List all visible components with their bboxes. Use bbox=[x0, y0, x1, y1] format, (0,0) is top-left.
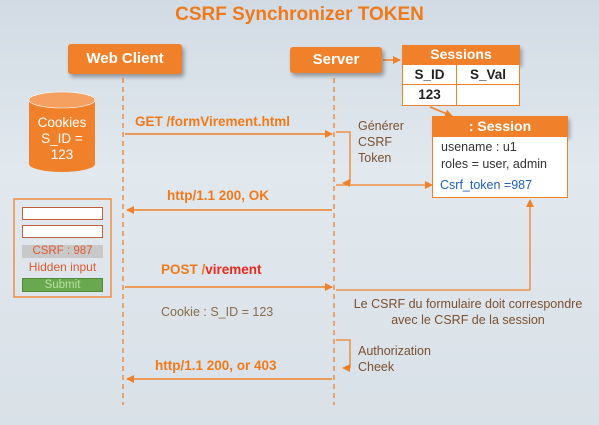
generate-token-note: Générer CSRF Token bbox=[358, 118, 404, 166]
form-input-1 bbox=[22, 207, 103, 220]
cookie-header-label: Cookie : S_ID = 123 bbox=[161, 305, 274, 319]
sessions-to-session-arrow bbox=[429, 106, 453, 118]
server-actor: Server bbox=[290, 47, 382, 73]
session-box-body: usename : u1 roles = user, admin bbox=[432, 136, 568, 198]
session-csrf-token: Csrf_token =987 bbox=[440, 178, 533, 192]
generate-note-line-2: CSRF bbox=[358, 135, 393, 149]
session-box-title: : Session bbox=[432, 116, 568, 136]
sessions-cell-sid: 123 bbox=[402, 84, 457, 106]
cookies-label: Cookies S_ID = 123 bbox=[29, 115, 95, 163]
post-request-label: POST /virement bbox=[161, 262, 262, 277]
form-input-2 bbox=[22, 225, 103, 238]
sessions-header-sval: S_Val bbox=[456, 64, 520, 85]
sessions-cell-sval bbox=[456, 84, 520, 106]
session-roles: roles = user, admin bbox=[441, 157, 547, 171]
auth-note-line-1: Authorization bbox=[358, 344, 431, 358]
form-outline bbox=[13, 198, 112, 298]
post-path: virement bbox=[205, 262, 262, 277]
get-request-label: GET /formVirement.html bbox=[135, 114, 291, 129]
cookies-cylinder bbox=[28, 91, 96, 172]
auth-loop bbox=[336, 339, 351, 372]
compare-arrow bbox=[336, 199, 534, 291]
generate-note-line-3: Token bbox=[358, 151, 392, 165]
final-response-label: http/1.1 200, or 403 bbox=[155, 358, 277, 373]
cookies-line-1: Cookies bbox=[37, 115, 87, 130]
compare-note-line-2: avec le CSRF de la session bbox=[391, 313, 545, 327]
authorization-note: Authorization Cheek bbox=[358, 343, 431, 375]
web-client-actor: Web Client bbox=[68, 44, 182, 74]
submit-button: Submit bbox=[22, 278, 103, 292]
compare-note: Le CSRF du formulaire doit correspondre … bbox=[337, 296, 599, 328]
cookies-line-2: S_ID = bbox=[41, 131, 83, 146]
diagram-title: CSRF Synchronizer TOKEN bbox=[175, 4, 424, 25]
post-method: POST / bbox=[161, 262, 206, 277]
ok-response-label: http/1.1 200, OK bbox=[167, 188, 270, 203]
hidden-csrf-field: CSRF : 987 bbox=[22, 245, 103, 258]
cookies-line-3: 123 bbox=[50, 147, 74, 162]
compare-note-line-1: Le CSRF du formulaire doit correspondre bbox=[353, 297, 583, 311]
sessions-header-sid: S_ID bbox=[402, 64, 457, 85]
generate-loop bbox=[336, 131, 351, 187]
auth-note-line-2: Cheek bbox=[358, 360, 395, 374]
hidden-input-label: Hidden input bbox=[28, 260, 97, 274]
session-username: usename : u1 bbox=[441, 140, 517, 154]
generate-note-line-1: Générer bbox=[358, 119, 404, 133]
sessions-table-title: Sessions bbox=[402, 45, 520, 64]
